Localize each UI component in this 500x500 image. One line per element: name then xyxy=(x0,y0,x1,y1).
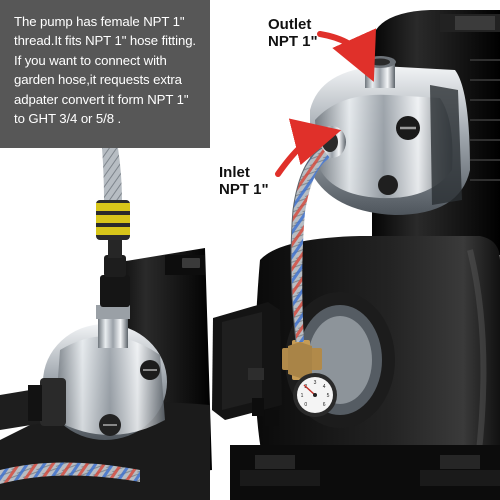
detail-pump-photo xyxy=(0,148,212,500)
gauge-tick-label: 5 xyxy=(327,393,330,399)
inlet-label: Inlet NPT 1" xyxy=(219,164,269,198)
caption-box: The pump has female NPT 1" thread.It fit… xyxy=(0,0,210,148)
outlet-label: Outlet NPT 1" xyxy=(268,16,318,50)
gauge-tick-label: 0 xyxy=(304,402,307,408)
inlet-arrow xyxy=(275,118,342,177)
gauge-tick-label: 1 xyxy=(301,393,304,399)
gauge-tick-label: 3 xyxy=(314,380,317,386)
caption-text: The pump has female NPT 1" thread.It fit… xyxy=(14,14,196,127)
pressure-gauge: 0123456 xyxy=(293,373,337,417)
main-pump-photo: 0123456 xyxy=(212,10,500,500)
gauge-tick-label: 6 xyxy=(323,402,326,408)
gauge-tick-label: 4 xyxy=(323,384,326,390)
outlet-arrow xyxy=(317,28,377,82)
